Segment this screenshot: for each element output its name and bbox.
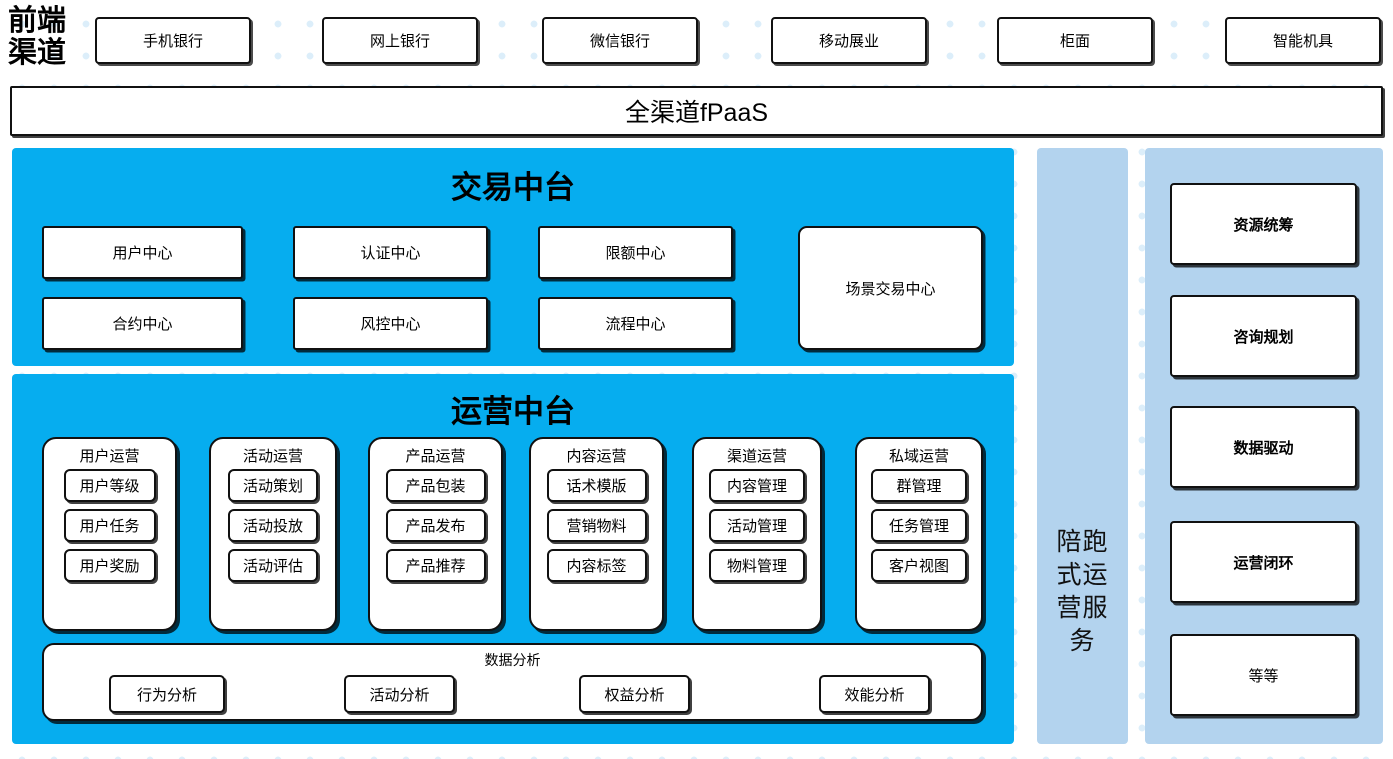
ops-sub-item[interactable]: 活动评估 [228, 549, 318, 582]
ops-sub-item[interactable]: 活动策划 [228, 469, 318, 502]
ops-group-content: 内容运营 话术模版 营销物料 内容标签 [529, 437, 664, 631]
ops-group-channel: 渠道运营 内容管理 活动管理 物料管理 [692, 437, 822, 631]
capability-label: 数据驱动 [1233, 439, 1294, 457]
ops-group-title: 活动运营 [242, 448, 303, 465]
transaction-node-auth-center[interactable]: 认证中心 [293, 226, 488, 279]
ops-sub-item[interactable]: 产品包装 [385, 469, 486, 502]
ops-sub-item[interactable]: 产品推荐 [385, 549, 486, 582]
ops-sub-item[interactable]: 任务管理 [871, 509, 967, 542]
ops-group-title: 私域运营 [888, 448, 949, 465]
ops-group-title: 产品运营 [405, 448, 466, 465]
channel-box-1[interactable]: 手机银行 [95, 17, 251, 64]
transaction-node-limit-center[interactable]: 限额中心 [538, 226, 733, 279]
capability-label: 运营闭环 [1233, 554, 1294, 572]
data-analysis-item[interactable]: 行为分析 [109, 675, 225, 713]
capability-label: 资源统筹 [1233, 216, 1294, 234]
channel-label: 微信银行 [589, 33, 650, 50]
ops-sub-item[interactable]: 活动投放 [228, 509, 318, 542]
capability-node-data-driven[interactable]: 数据驱动 [1170, 406, 1357, 488]
transaction-node-user-center[interactable]: 用户中心 [42, 226, 243, 279]
node-label: 认证中心 [360, 245, 421, 262]
node-label: 风控中心 [360, 316, 421, 333]
ops-sub-item[interactable]: 群管理 [871, 469, 967, 502]
capability-node-etc[interactable]: 等等 [1170, 634, 1357, 716]
transaction-node-process-center[interactable]: 流程中心 [538, 297, 733, 350]
omnichannel-fpaas-bar[interactable]: 全渠道fPaaS [10, 86, 1383, 136]
ops-sub-item[interactable]: 物料管理 [709, 549, 805, 582]
ops-sub-item[interactable]: 用户奖励 [63, 549, 156, 582]
accompanying-service-panel: 陪跑式运营服务 [1037, 148, 1128, 744]
capability-label: 等等 [1248, 667, 1279, 685]
transaction-node-contract-center[interactable]: 合约中心 [42, 297, 243, 350]
channel-label: 智能机具 [1272, 33, 1333, 50]
channel-label: 网上银行 [369, 33, 430, 50]
ops-sub-item[interactable]: 用户任务 [63, 509, 156, 542]
channel-box-3[interactable]: 微信银行 [542, 17, 698, 64]
ops-sub-item[interactable]: 话术模版 [546, 469, 647, 502]
node-label: 用户中心 [112, 245, 173, 262]
channel-box-6[interactable]: 智能机具 [1225, 17, 1381, 64]
accompanying-service-label: 陪跑式运营服务 [1056, 528, 1109, 655]
node-label: 场景交易中心 [845, 280, 936, 298]
channel-label: 柜面 [1059, 33, 1090, 50]
ops-sub-item[interactable]: 内容管理 [709, 469, 805, 502]
channel-box-5[interactable]: 柜面 [997, 17, 1153, 64]
channel-box-4[interactable]: 移动展业 [771, 17, 927, 64]
transaction-node-scenario-center[interactable]: 场景交易中心 [798, 226, 983, 350]
ops-sub-item[interactable]: 客户视图 [871, 549, 967, 582]
data-analysis-item[interactable]: 权益分析 [579, 675, 690, 713]
ops-group-activity: 活动运营 活动策划 活动投放 活动评估 [209, 437, 337, 631]
front-channel-label: 前端渠道 [8, 5, 67, 69]
node-label: 限额中心 [605, 245, 666, 262]
data-analysis-title: 数据分析 [484, 652, 541, 668]
capability-label: 咨询规划 [1233, 328, 1294, 346]
data-analysis-box: 数据分析 行为分析 活动分析 权益分析 效能分析 [42, 643, 983, 721]
node-label: 合约中心 [112, 316, 173, 333]
ops-group-product: 产品运营 产品包装 产品发布 产品推荐 [368, 437, 503, 631]
channel-label: 移动展业 [818, 33, 879, 50]
channel-box-2[interactable]: 网上银行 [322, 17, 478, 64]
ops-group-title: 用户运营 [79, 448, 140, 465]
ops-sub-item[interactable]: 内容标签 [546, 549, 647, 582]
fpaas-label: 全渠道fPaaS [624, 99, 769, 127]
transaction-node-risk-center[interactable]: 风控中心 [293, 297, 488, 350]
ops-group-title: 渠道运营 [726, 448, 787, 465]
transaction-center-title: 交易中台 [451, 170, 575, 205]
ops-sub-item[interactable]: 营销物料 [546, 509, 647, 542]
ops-group-user: 用户运营 用户等级 用户任务 用户奖励 [42, 437, 177, 631]
operations-center-title: 运营中台 [451, 394, 575, 429]
capability-node-closed-loop[interactable]: 运营闭环 [1170, 521, 1357, 603]
node-label: 流程中心 [605, 316, 666, 333]
channel-label: 手机银行 [142, 33, 203, 50]
ops-sub-item[interactable]: 用户等级 [63, 469, 156, 502]
ops-sub-item[interactable]: 产品发布 [385, 509, 486, 542]
ops-group-title: 内容运营 [566, 448, 627, 465]
capability-node-resource[interactable]: 资源统筹 [1170, 183, 1357, 265]
ops-sub-item[interactable]: 活动管理 [709, 509, 805, 542]
capability-node-consulting[interactable]: 咨询规划 [1170, 295, 1357, 377]
data-analysis-item[interactable]: 效能分析 [819, 675, 930, 713]
data-analysis-item[interactable]: 活动分析 [344, 675, 455, 713]
ops-group-private-domain: 私域运营 群管理 任务管理 客户视图 [855, 437, 983, 631]
